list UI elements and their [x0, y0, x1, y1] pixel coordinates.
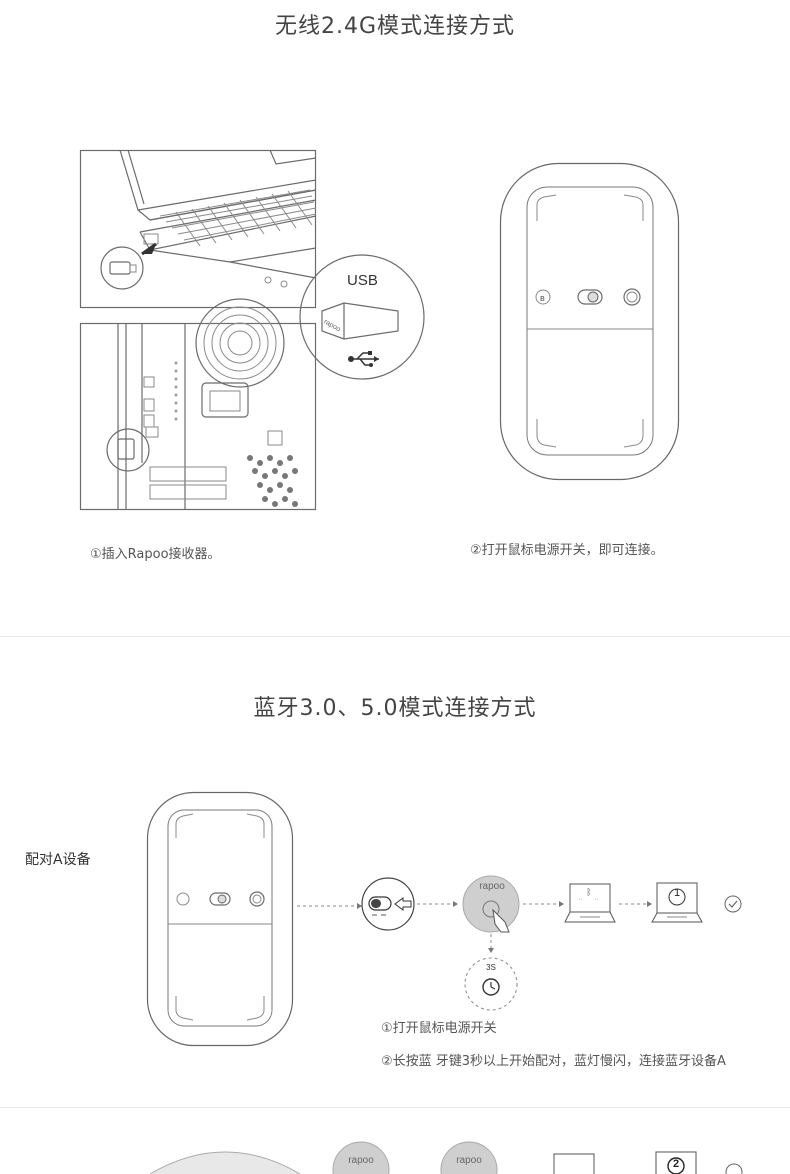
svg-text:··: ··	[578, 896, 583, 903]
usb-icon	[348, 351, 379, 367]
section1-title: 无线2.4G模式连接方式	[274, 14, 516, 39]
section1-step1-caption: ①插入Rapoo接收器。	[90, 547, 221, 562]
section-divider	[0, 636, 790, 637]
rapoo-logo-text-3: rapoo	[456, 1155, 482, 1166]
device-number-1: 1	[673, 887, 681, 899]
section1-step2-caption: ②打开鼠标电源开关，即可连接。	[470, 543, 664, 558]
rapoo-logo-text-2: rapoo	[348, 1155, 374, 1166]
mouse-bottom-view-bt	[146, 791, 294, 1047]
pairing-flow-diagram: ·· ··	[297, 875, 742, 1011]
svg-text:rapoo: rapoo	[323, 318, 342, 333]
section2-step1-caption: ①打开鼠标电源开关	[381, 1021, 497, 1036]
usb-zoom-bubble: rapoo	[299, 254, 425, 380]
timer-label: 3S	[486, 963, 496, 972]
pair-device-a-label: 配对A设备	[25, 852, 91, 868]
rapoo-logo-text: rapoo	[479, 881, 505, 892]
desktop-illustration	[79, 298, 317, 511]
section-divider-2	[0, 1107, 790, 1108]
bluetooth-icon: ᛒ	[586, 888, 592, 898]
section2-step2-caption: ②长按蓝 牙键3秒以上开始配对，蓝灯慢闪，连接蓝牙设备A	[381, 1054, 726, 1069]
laptop-illustration	[79, 149, 317, 309]
usb-label: USB	[347, 272, 378, 289]
mouse-bottom-view: ʙ	[499, 162, 680, 481]
svg-text:ʙ: ʙ	[540, 293, 545, 303]
section2-title: 蓝牙3.0、5.0模式连接方式	[253, 696, 537, 721]
device-number-2: 2	[672, 1158, 680, 1170]
svg-text:··: ··	[594, 896, 599, 903]
pair-device-b-row	[149, 1141, 743, 1174]
